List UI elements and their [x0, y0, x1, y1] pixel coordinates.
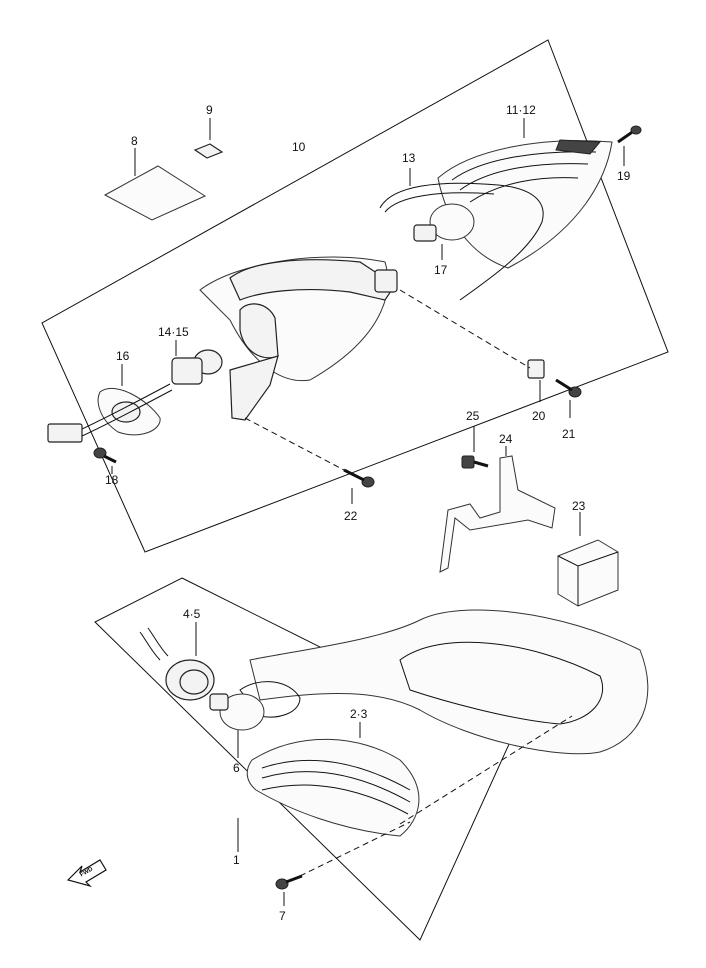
screw-19-part — [617, 125, 642, 166]
callout-4-5: 4·5 — [183, 607, 201, 621]
bolt-25-part — [461, 426, 489, 469]
harness-part — [47, 364, 173, 443]
front-bulb-part — [209, 693, 265, 758]
rear-housing-part — [199, 256, 398, 421]
install-line-d — [399, 715, 573, 825]
screw-22-part — [343, 468, 375, 504]
callout-1: 1 — [233, 853, 240, 867]
callout-22: 22 — [344, 509, 358, 523]
fwd-arrow-icon: FWD — [66, 859, 107, 888]
callout-10: 10 — [292, 140, 306, 154]
callout-14-15: 14·15 — [158, 325, 189, 339]
install-line-c — [299, 821, 411, 877]
callout-8: 8 — [131, 134, 138, 148]
screw-21-part — [555, 378, 582, 418]
rear-lens-part — [437, 118, 613, 269]
callout-6: 6 — [233, 761, 240, 775]
front-socket-part — [139, 622, 215, 701]
callout-7: 7 — [279, 909, 286, 923]
install-line-b — [244, 417, 345, 471]
callout-16: 16 — [116, 349, 130, 363]
bracket-part — [439, 446, 556, 573]
callout-13: 13 — [402, 151, 416, 165]
callout-20: 20 — [532, 409, 546, 423]
callout-24: 24 — [499, 432, 513, 446]
rear-bulb-part — [413, 203, 475, 260]
screw-18-part — [93, 447, 117, 474]
callout-21: 21 — [562, 427, 576, 441]
small-block-part — [193, 118, 224, 159]
callout-25: 25 — [466, 409, 480, 423]
front-lens-part — [246, 722, 420, 837]
callout-2-3: 2·3 — [350, 707, 368, 721]
callout-9: 9 — [206, 103, 213, 117]
front-signal-housing-part — [239, 609, 649, 755]
callout-18: 18 — [105, 473, 119, 487]
gasket-part — [379, 168, 544, 301]
pad-part — [103, 148, 207, 221]
relay-part — [557, 512, 619, 607]
socket-part — [171, 340, 223, 385]
callout-19: 19 — [617, 169, 631, 183]
install-line-a — [399, 289, 531, 369]
nut-clip-part — [527, 359, 545, 402]
callout-11-12: 11·12 — [506, 103, 536, 117]
callout-17: 17 — [434, 263, 448, 277]
rear-assembly-frame — [41, 39, 669, 553]
callout-23: 23 — [572, 499, 586, 513]
screw-7-part — [275, 874, 303, 906]
